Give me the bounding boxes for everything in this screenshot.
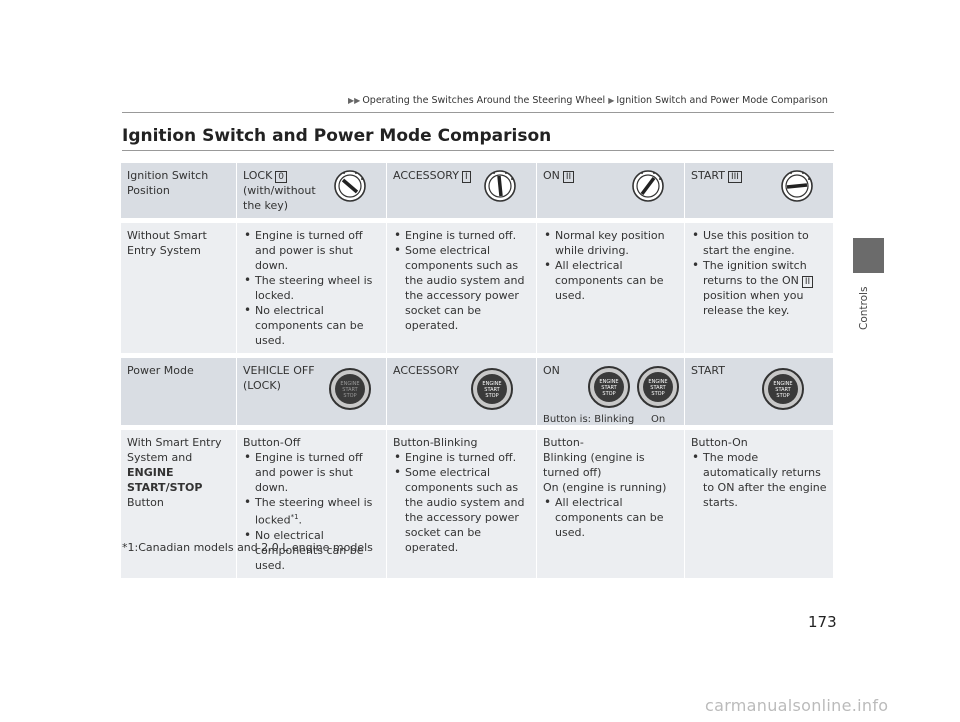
engine-button-on-icon: ENGINE START STOP (762, 368, 804, 410)
svg-text:STOP: STOP (651, 391, 664, 397)
list-item: Engine is turned off. (393, 228, 530, 243)
section-tab-marker[interactable] (853, 238, 884, 273)
list-item: Engine is turned off and power is shut d… (243, 450, 380, 495)
cell-lock-desc: Engine is turned off and power is shut d… (236, 223, 386, 353)
cell-power-start: START ENGINE START STOP (684, 358, 833, 425)
row-header-with-smart: With Smart Entry System and ENGINE START… (121, 430, 236, 578)
svg-text:STOP: STOP (602, 391, 615, 397)
key-start-icon (781, 170, 813, 202)
power-mode-row: Power Mode VEHICLE OFF (LOCK) ENGINE STA… (121, 358, 833, 425)
list-item: The ignition switch returns to the ONII … (691, 258, 827, 318)
engine-button-on-icon: ENGINE START STOP (637, 366, 679, 408)
breadcrumb-arrow-icon: ▶▶ (348, 96, 361, 105)
svg-text:ENGINE: ENGINE (482, 381, 501, 387)
list-item: The steering wheel is locked. (243, 273, 380, 303)
list-item: No electrical components can be used. (243, 528, 380, 573)
cell-on-desc: Normal key position while driving. All e… (536, 223, 684, 353)
svg-text:STOP: STOP (343, 393, 356, 399)
list-item: Some electrical components such as the a… (393, 243, 530, 333)
page-title: Ignition Switch and Power Mode Compariso… (122, 126, 552, 146)
list-item: Use this position to start the engine. (691, 228, 827, 258)
footnote: *1:Canadian models and 2.0 L engine mode… (122, 541, 373, 554)
cell-accessory-desc: Engine is turned off. Some electrical co… (386, 223, 536, 353)
header-divider (122, 112, 834, 113)
list-item: No electrical components can be used. (243, 303, 380, 348)
list-item: Normal key position while driving. (543, 228, 678, 258)
svg-text:START: START (650, 385, 666, 391)
cell-start-desc: Use this position to start the engine. T… (684, 223, 833, 353)
list-item: Engine is turned off and power is shut d… (243, 228, 380, 273)
list-item: Some electrical components such as the a… (393, 465, 530, 555)
caption-on: On (651, 414, 666, 425)
without-smart-entry-row: Without Smart Entry System Engine is tur… (121, 223, 833, 353)
caption-blinking: Button is: Blinking (543, 414, 635, 425)
cell-power-off: VEHICLE OFF (LOCK) ENGINE START STOP (236, 358, 386, 425)
svg-text:ENGINE: ENGINE (599, 379, 618, 385)
svg-text:STOP: STOP (776, 393, 789, 399)
list-item: All electrical components can be used. (543, 495, 678, 540)
svg-text:START: START (342, 387, 358, 393)
watermark: carmanualsonline.info (705, 696, 889, 715)
list-item: Engine is turned off. (393, 450, 530, 465)
with-smart-entry-row: With Smart Entry System and ENGINE START… (121, 430, 833, 578)
cell-smart-off: Button-Off Engine is turned off and powe… (236, 430, 386, 578)
cell-smart-accessory: Button-Blinking Engine is turned off. So… (386, 430, 536, 578)
row-header-power-mode: Power Mode (121, 358, 236, 425)
page-number: 173 (808, 613, 837, 631)
title-divider (122, 150, 834, 151)
key-accessory-icon (484, 170, 516, 202)
svg-text:ENGINE: ENGINE (340, 381, 359, 387)
engine-button-off-icon: ENGINE START STOP (329, 368, 371, 410)
engine-button-blinking-icon: ENGINE START STOP (588, 366, 630, 408)
svg-text:START: START (601, 385, 617, 391)
svg-text:ENGINE: ENGINE (648, 379, 667, 385)
cell-smart-on: Button- Blinking (engine is turned off) … (536, 430, 684, 578)
breadcrumb-parent[interactable]: Operating the Switches Around the Steeri… (362, 95, 606, 106)
list-item: All electrical components can be used. (543, 258, 678, 303)
breadcrumb-arrow-icon: ▶ (608, 96, 615, 105)
engine-button-blinking-icon: ENGINE START STOP (471, 368, 513, 410)
row-header-without-smart: Without Smart Entry System (121, 223, 236, 353)
cell-power-accessory: ACCESSORY ENGINE START STOP (386, 358, 536, 425)
list-item: The mode automatically returns to ON aft… (691, 450, 827, 510)
key-lock-icon (334, 170, 366, 202)
breadcrumb: ▶▶Operating the Switches Around the Stee… (348, 95, 828, 106)
svg-text:START: START (775, 387, 791, 393)
section-tab-label[interactable]: Controls (858, 286, 870, 330)
list-item: The steering wheel is locked*1. (243, 495, 380, 528)
key-on-icon (632, 170, 664, 202)
breadcrumb-current: Ignition Switch and Power Mode Compariso… (616, 95, 828, 106)
svg-text:ENGINE: ENGINE (773, 381, 792, 387)
cell-smart-start: Button-On The mode automatically returns… (684, 430, 833, 578)
row-header-ignition: Ignition Switch Position (121, 163, 236, 218)
svg-text:STOP: STOP (485, 393, 498, 399)
svg-text:START: START (484, 387, 500, 393)
cell-power-on: ON ENGINE START STOP ENGINE START STOP B… (536, 358, 684, 425)
